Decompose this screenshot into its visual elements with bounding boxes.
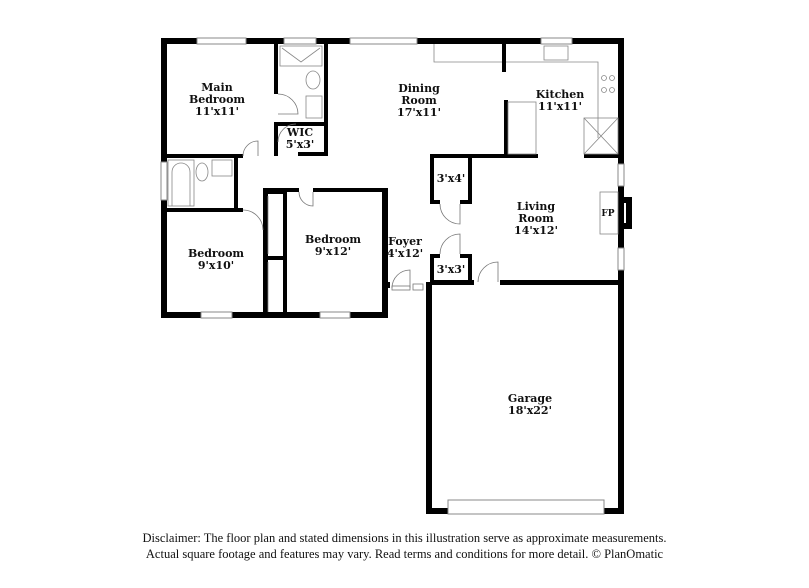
room-name: Dining <box>398 82 440 95</box>
doors <box>242 93 499 291</box>
room-name: Bedroom <box>304 233 362 246</box>
room-main-bedroom: Main Bedroom 11'x11' <box>189 82 245 118</box>
room-name: Garage <box>507 392 553 405</box>
room-name-line2: Room <box>518 212 554 225</box>
room-bedroom-1: Bedroom 9'x10' <box>188 248 244 272</box>
room-garage: Garage 18'x22' <box>508 393 552 417</box>
disclaimer-line-1: Disclaimer: The floor plan and stated di… <box>142 531 667 545</box>
room-dimensions: 11'x11' <box>538 100 582 113</box>
room-dimensions: 17'x11' <box>397 106 441 119</box>
windows <box>160 37 625 515</box>
room-name: Main <box>201 81 233 94</box>
fixtures <box>167 44 619 312</box>
room-dimensions: 4'x12' <box>386 247 424 260</box>
closet-3x3: 3'x3' <box>437 264 466 276</box>
room-name: FP <box>601 209 615 219</box>
exterior-walls <box>161 38 632 514</box>
room-name: Kitchen <box>535 88 585 101</box>
room-name: Bedroom <box>187 247 245 260</box>
room-dimensions: 14'x12' <box>514 224 558 237</box>
room-dimensions: 18'x22' <box>508 404 552 417</box>
room-name-line2: Room <box>401 94 437 107</box>
room-dimensions: 5'x3' <box>285 138 315 151</box>
disclaimer: Disclaimer: The floor plan and stated di… <box>0 530 809 562</box>
disclaimer-line-2: Actual square footage and features may v… <box>145 547 664 561</box>
room-dimensions: 11'x11' <box>195 105 239 118</box>
room-name: WIC <box>286 126 314 139</box>
room-name: Foyer <box>388 235 422 248</box>
room-name: Living <box>516 200 556 213</box>
room-dimensions: 9'x12' <box>314 245 352 258</box>
interior-walls <box>161 44 618 316</box>
room-name-line2: Bedroom <box>188 93 246 106</box>
room-foyer: Foyer 4'x12' <box>387 236 423 260</box>
room-dining-room: Dining Room 17'x11' <box>397 83 441 119</box>
room-kitchen: Kitchen 11'x11' <box>536 89 585 113</box>
room-bedroom-2: Bedroom 9'x12' <box>305 234 361 258</box>
closet-3x4: 3'x4' <box>437 173 466 185</box>
room-living-room: Living Room 14'x12' <box>514 201 558 237</box>
room-wic: WIC 5'x3' <box>286 127 315 151</box>
fireplace-label: FP <box>601 209 614 219</box>
room-dimensions: 9'x10' <box>197 259 235 272</box>
room-dimensions: 3'x4' <box>436 172 466 185</box>
room-dimensions: 3'x3' <box>436 263 466 276</box>
